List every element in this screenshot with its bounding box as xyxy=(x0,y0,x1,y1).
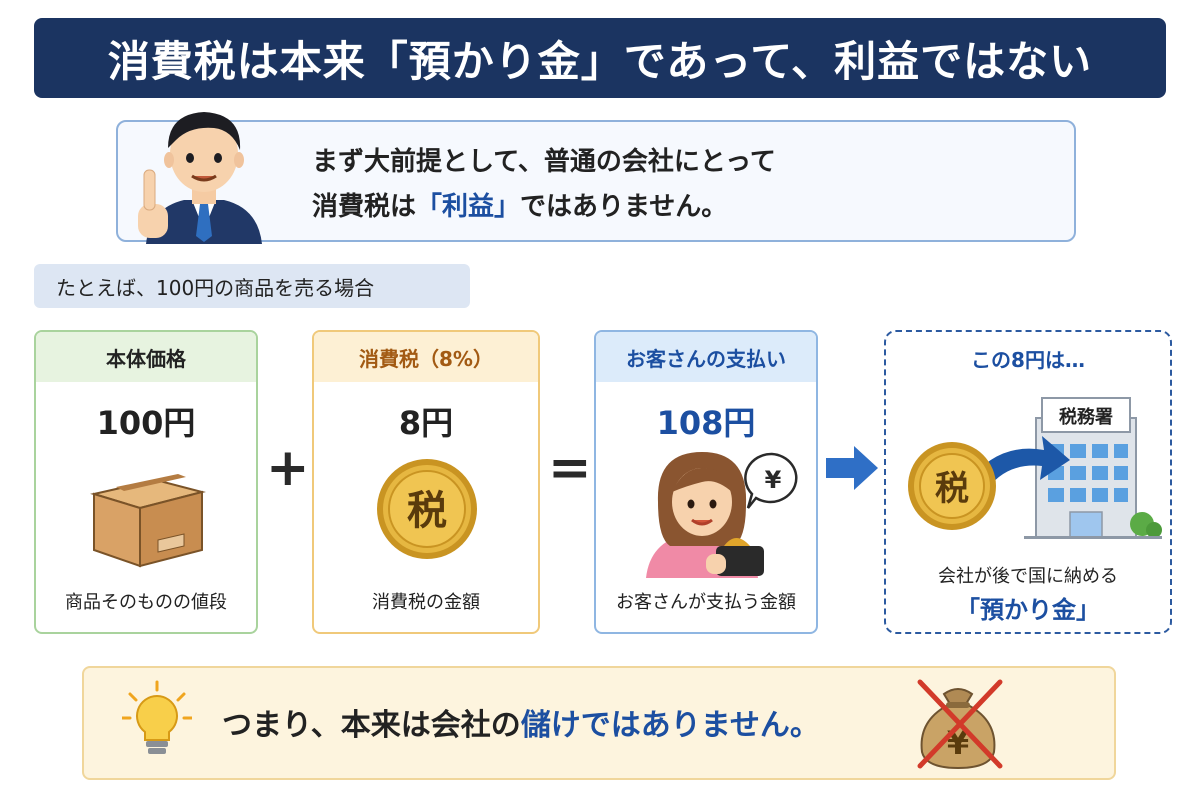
tax-coin-label: 税 xyxy=(407,488,447,534)
page-title: 消費税は本来「預かり金」であって、利益ではない xyxy=(107,36,1093,86)
deposit-caption: 会社が後で国に納める xyxy=(938,566,1118,587)
tax-office-building-icon: 税務署 税 xyxy=(908,397,1162,539)
tax-coin-icon: 税 xyxy=(377,459,477,559)
payment-header: お客さんの支払い xyxy=(596,332,816,382)
customer-payment-card: お客さんの支払い 108円 ¥ お客さんが支払う金額 xyxy=(594,330,818,634)
tax-office-sign: 税務署 xyxy=(1059,406,1113,428)
yen-bubble-icon: ¥ xyxy=(744,452,798,509)
consumption-tax-card: 消費税（8%） 8円 税 消費税の金額 xyxy=(312,330,540,634)
right-arrow-icon xyxy=(826,446,878,490)
cardboard-box-icon xyxy=(90,474,206,568)
intro-speech-box xyxy=(116,120,1076,242)
crossed-money-bag-icon: ¥ xyxy=(917,679,1003,770)
equals-operator: = xyxy=(548,438,592,498)
conclusion-text: つまり、本来は会社の儲けではありません。 xyxy=(222,708,820,743)
base-price-header: 本体価格 xyxy=(36,332,256,382)
pointing-businessman-icon xyxy=(138,112,262,244)
intro-line-2: 消費税は「利益」ではありません。 xyxy=(312,192,728,222)
woman-wallet-icon xyxy=(646,452,764,578)
deposit-explanation-card: この8円は… 税務署 税 会社が後で国に納める 「預かり金」 xyxy=(884,330,1172,634)
base-price-card: 本体価格 100円 商品そのものの値段 xyxy=(34,330,258,634)
conclusion-highlight: 儲けではありません。 xyxy=(520,708,820,743)
tax-header: 消費税（8%） xyxy=(314,332,538,382)
lightbulb-icon xyxy=(122,680,192,754)
title-banner: 消費税は本来「預かり金」であって、利益ではない xyxy=(34,18,1166,98)
deposit-coin-label: 税 xyxy=(935,469,969,509)
payment-amount: 108円 xyxy=(656,404,756,442)
tax-caption: 消費税の金額 xyxy=(372,592,480,613)
payment-caption: お客さんが支払う金額 xyxy=(616,592,796,613)
deposit-keyword: 「預かり金」 xyxy=(956,596,1100,624)
intro-line-1: まず大前提として、普通の会社にとって xyxy=(312,147,776,177)
yen-bubble-label: ¥ xyxy=(765,466,782,494)
tax-amount: 8円 xyxy=(398,404,454,442)
base-price-caption: 商品そのものの値段 xyxy=(65,592,227,613)
plus-operator: + xyxy=(266,438,310,498)
deposit-header: この8円は… xyxy=(971,348,1085,372)
base-price-amount: 100円 xyxy=(96,404,196,442)
example-label: たとえば、100円の商品を売る場合 xyxy=(34,264,470,308)
intro-highlight: 「利益」 xyxy=(416,192,521,222)
